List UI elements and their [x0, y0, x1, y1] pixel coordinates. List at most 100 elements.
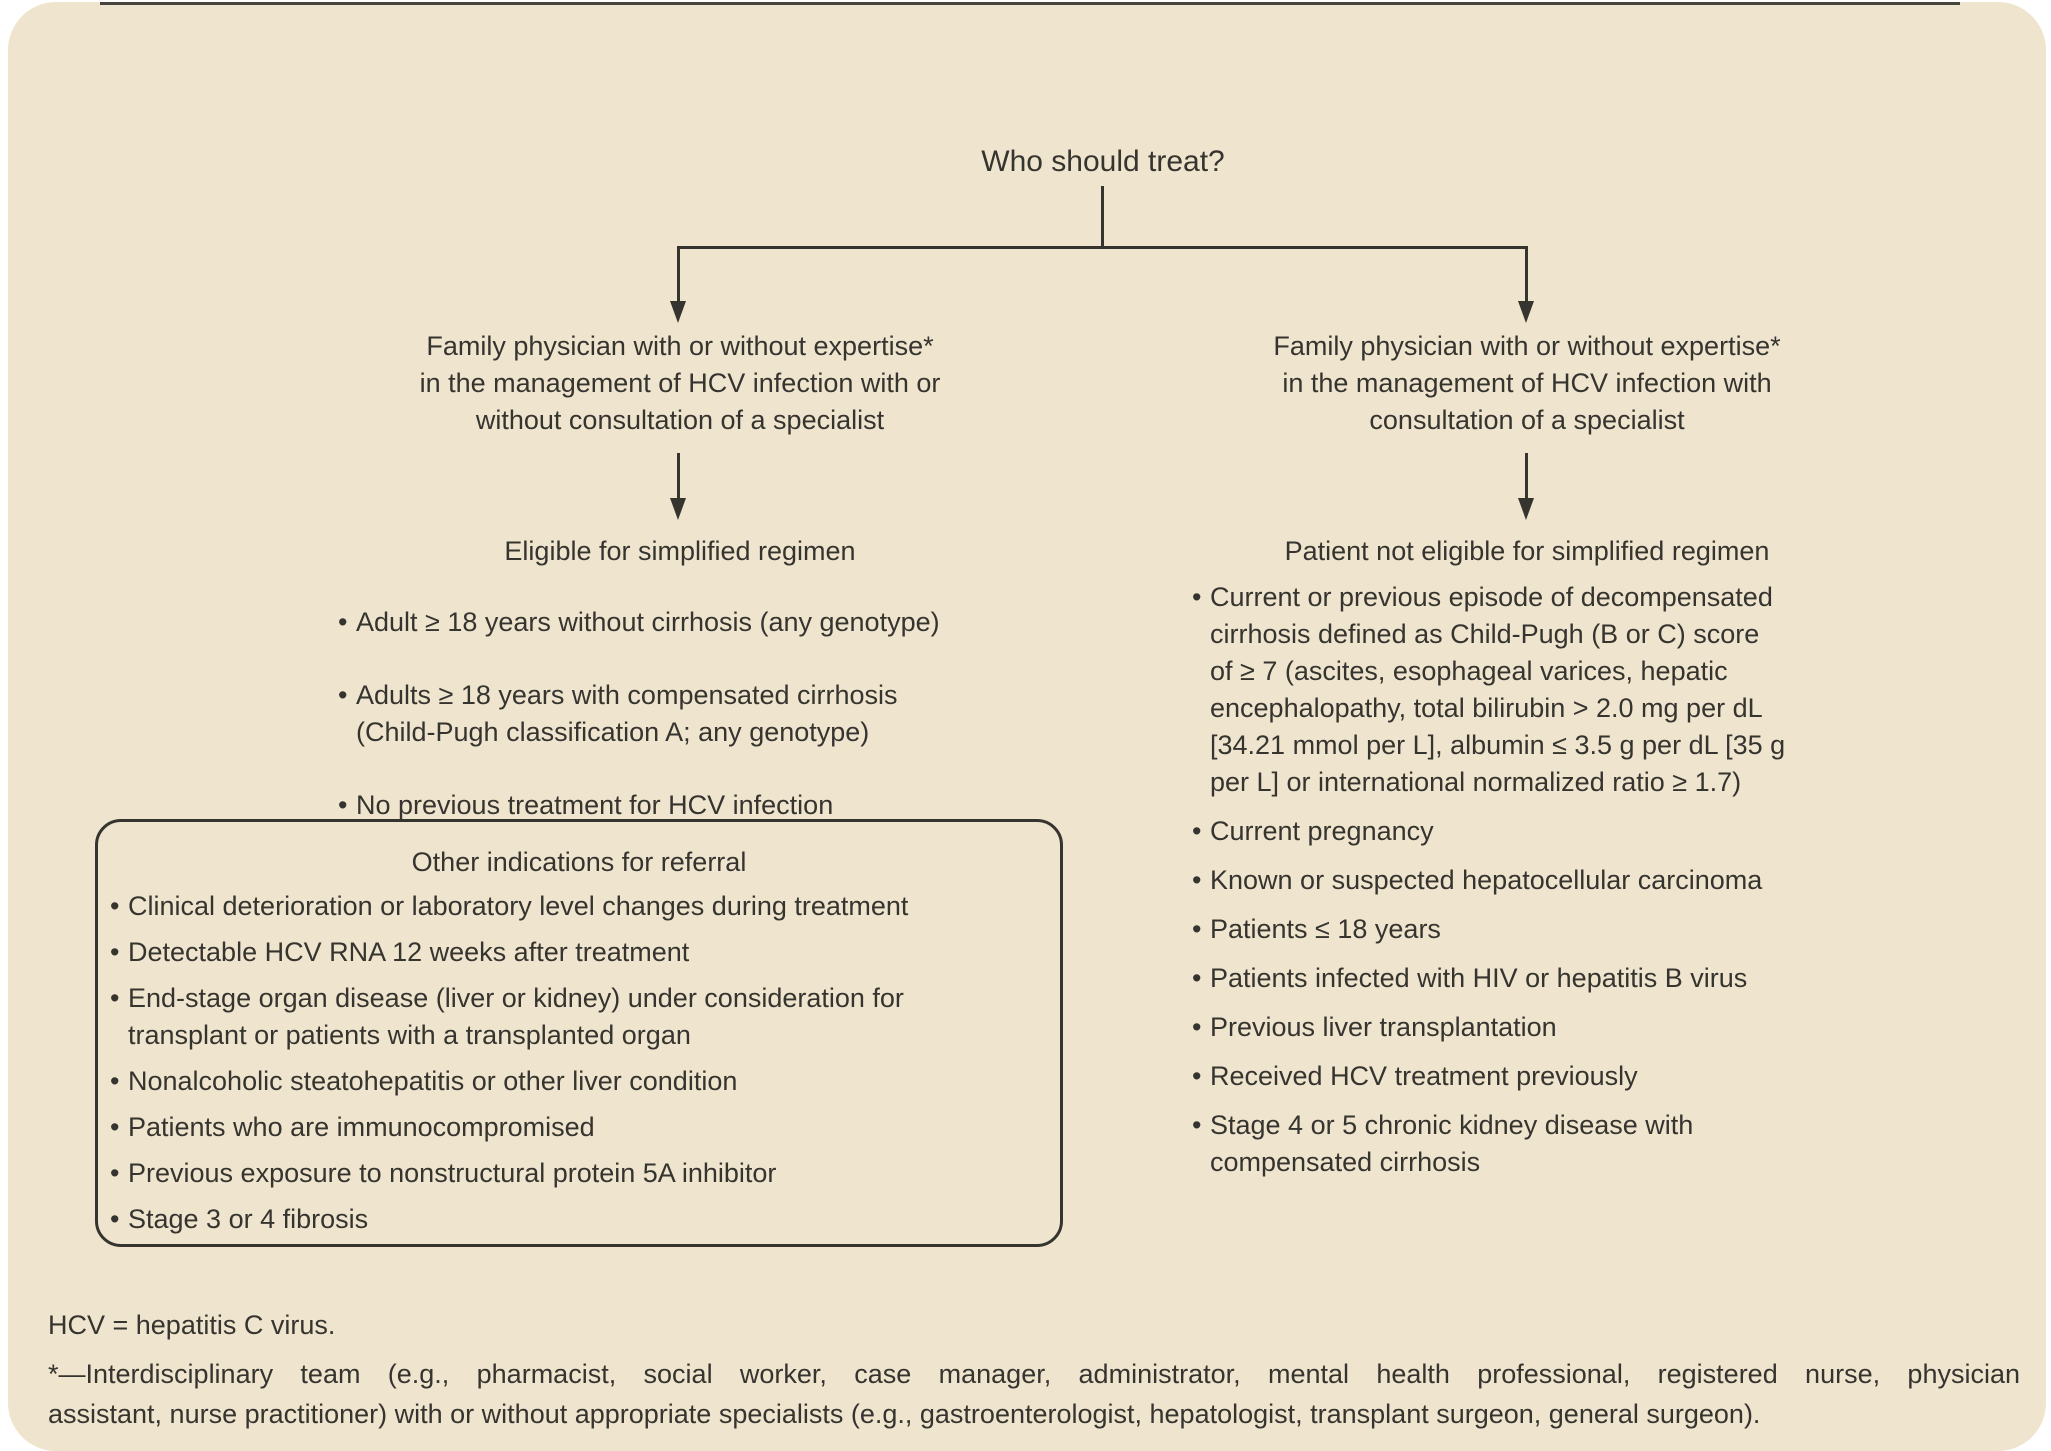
- list-item: • Stage 4 or 5 chronic kidney disease wit…: [1192, 1107, 1912, 1181]
- bullet-icon: •: [1192, 582, 1202, 612]
- list-item-text: End-stage organ disease (liver or kidney…: [128, 980, 904, 1054]
- text-line: Patients ≤ 18 years: [1210, 914, 1441, 944]
- list-item-text: No previous treatment for HCV infection: [356, 787, 833, 824]
- text-line: End-stage organ disease (liver or kidney…: [128, 983, 904, 1013]
- branch-left-line: in the management of HCV infection with …: [419, 368, 941, 398]
- list-item-text: Current pregnancy: [1210, 813, 1434, 850]
- bullet-icon: •: [1192, 1012, 1202, 1042]
- list-item: • Detectable HCV RNA 12 weeks after treat…: [110, 934, 1060, 971]
- referral-box: Other indications for referral • Clinical…: [95, 819, 1063, 1247]
- list-item-text: Patients ≤ 18 years: [1210, 911, 1441, 948]
- list-item: • Patients infected with HIV or hepatitis…: [1192, 960, 1912, 997]
- list-item-text: Nonalcoholic steatohepatitis or other li…: [128, 1063, 737, 1100]
- list-item: • Current pregnancy: [1192, 813, 1912, 850]
- text-line: encephalopathy, total bilirubin > 2.0 mg…: [1210, 693, 1763, 723]
- figure-top-rule: [100, 2, 1960, 5]
- list-item-text: Received HCV treatment previously: [1210, 1058, 1638, 1095]
- list-item: • Patients ≤ 18 years: [1192, 911, 1912, 948]
- bullet-icon: •: [110, 1112, 120, 1142]
- not-eligible-heading: Patient not eligible for simplified regi…: [1284, 536, 1770, 566]
- list-item-text: Detectable HCV RNA 12 weeks after treatm…: [128, 934, 689, 971]
- flowchart-title: Who should treat?: [981, 145, 1225, 178]
- text-line: Current pregnancy: [1210, 816, 1434, 846]
- footnote-abbreviation: HCV = hepatitis C virus.: [48, 1310, 336, 1340]
- text-line: Stage 4 or 5 chronic kidney disease with: [1210, 1110, 1694, 1140]
- list-item: • Previous exposure to nonstructural prot…: [110, 1155, 1060, 1192]
- connector-left-node-stem: [677, 453, 680, 500]
- text-line: Clinical deterioration or laboratory lev…: [128, 891, 909, 921]
- bullet-icon: •: [338, 790, 348, 820]
- list-item: • Patients who are immunocompromised: [110, 1109, 1060, 1146]
- referral-list: • Clinical deterioration or laboratory le…: [110, 888, 1060, 1238]
- text-line: Previous exposure to nonstructural prote…: [128, 1158, 777, 1188]
- bullet-icon: •: [1192, 865, 1202, 895]
- text-line: (Child-Pugh classification A; any genoty…: [356, 717, 870, 747]
- text-line: cirrhosis defined as Child-Pugh (B or C)…: [1210, 619, 1760, 649]
- arrow-down-icon: [1518, 498, 1534, 520]
- arrow-down-icon: [670, 498, 686, 520]
- footnote-asterisk-line: assistant, nurse practitioner) with or w…: [48, 1399, 1761, 1429]
- bullet-icon: •: [110, 891, 120, 921]
- bullet-icon: •: [1192, 1110, 1202, 1140]
- list-item-text: Stage 4 or 5 chronic kidney disease with…: [1210, 1107, 1693, 1181]
- arrow-down-icon: [1518, 301, 1534, 323]
- connector-right-stem: [1525, 246, 1528, 303]
- connector-title-stem: [1101, 186, 1104, 248]
- branch-right-node: Family physician with or without experti…: [1127, 328, 1927, 439]
- list-item: • End-stage organ disease (liver or kidne…: [110, 980, 1060, 1054]
- branch-left-line: without consultation of a specialist: [475, 405, 885, 435]
- list-item: • Current or previous episode of decompen…: [1192, 579, 1912, 801]
- eligible-list: • Adult ≥ 18 years without cirrhosis (any…: [338, 604, 1078, 860]
- list-item-text: Stage 3 or 4 fibrosis: [128, 1201, 368, 1238]
- list-item-text: Patients infected with HIV or hepatitis …: [1210, 960, 1747, 997]
- flowchart-figure: Who should treat? Family physician with …: [8, 2, 2046, 1451]
- branch-right-line: Family physician with or without experti…: [1273, 331, 1781, 361]
- text-line: Adults ≥ 18 years with compensated cirrh…: [356, 680, 898, 710]
- bullet-icon: •: [110, 983, 120, 1013]
- text-line: Detectable HCV RNA 12 weeks after treatm…: [128, 937, 690, 967]
- list-item: • Adults ≥ 18 years with compensated cirr…: [338, 677, 1078, 751]
- eligible-heading: Eligible for simplified regimen: [504, 536, 856, 566]
- not-eligible-list: • Current or previous episode of decompen…: [1192, 579, 1912, 1193]
- bullet-icon: •: [338, 680, 348, 710]
- text-line: [34.21 mmol per L], albumin ≤ 3.5 g per …: [1210, 730, 1786, 760]
- branch-left-node: Family physician with or without experti…: [280, 328, 1080, 439]
- text-line: Stage 3 or 4 fibrosis: [128, 1204, 369, 1234]
- text-line: Patients who are immunocompromised: [128, 1112, 595, 1142]
- bullet-icon: •: [110, 1158, 120, 1188]
- text-line: Received HCV treatment previously: [1210, 1061, 1638, 1091]
- bullet-icon: •: [1192, 816, 1202, 846]
- text-line: Patients infected with HIV or hepatitis …: [1210, 963, 1748, 993]
- text-line: per L] or international normalized ratio…: [1210, 767, 1742, 797]
- list-item: • Clinical deterioration or laboratory le…: [110, 888, 1060, 925]
- list-item-text: Known or suspected hepatocellular carcin…: [1210, 862, 1762, 899]
- bullet-icon: •: [1192, 914, 1202, 944]
- list-item-text: Current or previous episode of decompens…: [1210, 579, 1785, 801]
- text-line: compensated cirrhosis: [1210, 1147, 1481, 1177]
- referral-box-heading: Other indications for referral: [411, 847, 747, 877]
- list-item: •Stage 3 or 4 fibrosis: [110, 1201, 1060, 1238]
- list-item-text: Patients who are immunocompromised: [128, 1109, 595, 1146]
- list-item-text: Previous liver transplantation: [1210, 1009, 1557, 1046]
- footnote-asterisk-line: *—Interdisciplinary team (e.g., pharmaci…: [48, 1359, 2020, 1389]
- connector-branch-bar: [678, 246, 1528, 249]
- list-item: • Received HCV treatment previously: [1192, 1058, 1912, 1095]
- footnote-asterisk: *—Interdisciplinary team (e.g., pharmaci…: [48, 1354, 2020, 1434]
- text-line: of ≥ 7 (ascites, esophageal varices, hep…: [1210, 656, 1728, 686]
- list-item-text: Adults ≥ 18 years with compensated cirrh…: [356, 677, 898, 751]
- list-item-text: Clinical deterioration or laboratory lev…: [128, 888, 908, 925]
- bullet-icon: •: [110, 937, 120, 967]
- text-line: Adult ≥ 18 years without cirrhosis (any …: [356, 607, 940, 637]
- bullet-icon: •: [1192, 1061, 1202, 1091]
- text-line: Nonalcoholic steatohepatitis or other li…: [128, 1066, 738, 1096]
- text-line: Previous liver transplantation: [1210, 1012, 1557, 1042]
- bullet-icon: •: [1192, 963, 1202, 993]
- list-item-text: Previous exposure to nonstructural prote…: [128, 1155, 776, 1192]
- text-line: No previous treatment for HCV infection: [356, 790, 834, 820]
- branch-right-line: consultation of a specialist: [1369, 405, 1685, 435]
- arrow-down-icon: [670, 301, 686, 323]
- list-item: • No previous treatment for HCV infection: [338, 787, 1078, 824]
- list-item: • Known or suspected hepatocellular carci…: [1192, 862, 1912, 899]
- list-item-text: Adult ≥ 18 years without cirrhosis (any …: [356, 604, 940, 641]
